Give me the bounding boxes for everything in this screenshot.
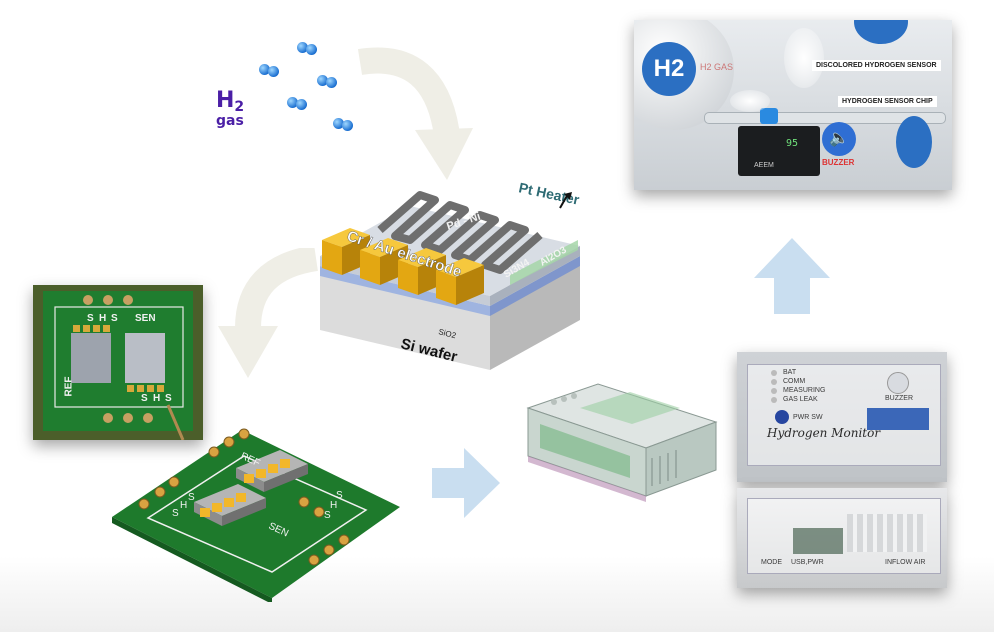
pcb-photo-label: S: [141, 393, 148, 404]
led-label: GAS LEAK: [783, 396, 818, 403]
h2-gas-faint: H2 GAS: [700, 62, 734, 72]
h2-logo: H2: [642, 42, 696, 96]
h2-molecule: [297, 42, 319, 56]
led-icon: [771, 370, 777, 376]
pcb-photo-label: S: [111, 313, 118, 324]
pcb-render-label: H: [180, 500, 187, 511]
callout: DISCOLORED HYDROGEN SENSOR: [812, 60, 941, 71]
pcb-photo-label: SEN: [135, 313, 156, 324]
pcb-photo-label: S: [165, 393, 172, 404]
right-arrow-icon: [432, 448, 500, 518]
inflow-label: INFLOW AIR: [885, 559, 926, 566]
sensor-chip-box: [738, 126, 820, 176]
h2-molecule: [287, 97, 309, 111]
buzzer-icon: [887, 372, 909, 394]
pcb-photo-label: H: [99, 313, 107, 324]
power-switch: [775, 410, 789, 424]
sio2-label: SiO2: [438, 327, 458, 340]
speaker-icon: 🔈: [822, 122, 856, 156]
pcb-photo-label: S: [87, 313, 94, 324]
led-icon: [771, 388, 777, 394]
usb-label: USB,PWR: [791, 559, 824, 566]
power-switch-label: PWR SW: [793, 414, 823, 421]
chip-screen: 95: [786, 138, 799, 149]
pcb-photo: S H S SEN S H S REF: [33, 285, 203, 440]
h2-logo: [854, 20, 908, 44]
mode-label: MODE: [761, 559, 782, 566]
button-panel: [867, 408, 929, 430]
gas-word: gas: [216, 113, 244, 130]
pcb-render-label: S: [336, 490, 343, 501]
h2-molecule: [259, 64, 281, 78]
pcb-render: REF S H S S H S SEN: [112, 428, 400, 602]
led-icon: [771, 379, 777, 385]
pcb-render-label: S: [324, 510, 331, 521]
device-title: Hydrogen Monitor: [767, 426, 881, 440]
pt-heater-label: Pt Heater: [517, 179, 581, 208]
led-list: BAT COMM MEASURING GAS LEAK: [783, 368, 825, 404]
pcb-photo-label: H: [153, 393, 161, 404]
callout: HYDROGEN SENSOR CHIP: [838, 96, 937, 107]
chip-brand: AEEM: [754, 162, 774, 169]
pcb-render-label: S: [188, 492, 195, 503]
enclosure-render: [526, 383, 718, 502]
device-photo-top: BAT COMM MEASURING GAS LEAK PWR SW Hydro…: [737, 352, 947, 482]
h2-subscript: 2: [234, 99, 245, 116]
pcb-render-label: H: [330, 500, 337, 511]
hydrogen-scene: H2 H2 GAS DISCOLORED HYDROGEN SENSOR HYD…: [634, 20, 952, 190]
dome: [896, 116, 932, 168]
h2-molecule: [317, 75, 339, 89]
pcb-photo-label: REF: [63, 376, 75, 397]
pcb-render-label: S: [172, 508, 179, 519]
device-photo-bottom: MODE USB,PWR INFLOW AIR: [737, 488, 947, 588]
curved-arrow-icon: [357, 47, 473, 180]
led-label: COMM: [783, 378, 806, 385]
h2-gas-label: H2 gas: [216, 88, 244, 129]
sensor-band: [760, 108, 778, 124]
h2-symbol: H: [216, 88, 235, 113]
steam: [784, 28, 824, 88]
steam: [730, 90, 770, 112]
h2-molecule: [333, 118, 355, 132]
up-arrow-icon: [754, 238, 830, 314]
led-label: MEASURING: [783, 387, 826, 394]
buzzer-label: BUZZER: [822, 158, 855, 167]
led-label: BAT: [783, 369, 797, 376]
led-icon: [771, 397, 777, 403]
sensor-layer-diagram: Cr / Au electrode Pd - Ni Pt Heater Si3N…: [320, 179, 581, 370]
curved-arrow-icon: [218, 248, 319, 378]
buzzer-label: BUZZER: [885, 395, 913, 402]
